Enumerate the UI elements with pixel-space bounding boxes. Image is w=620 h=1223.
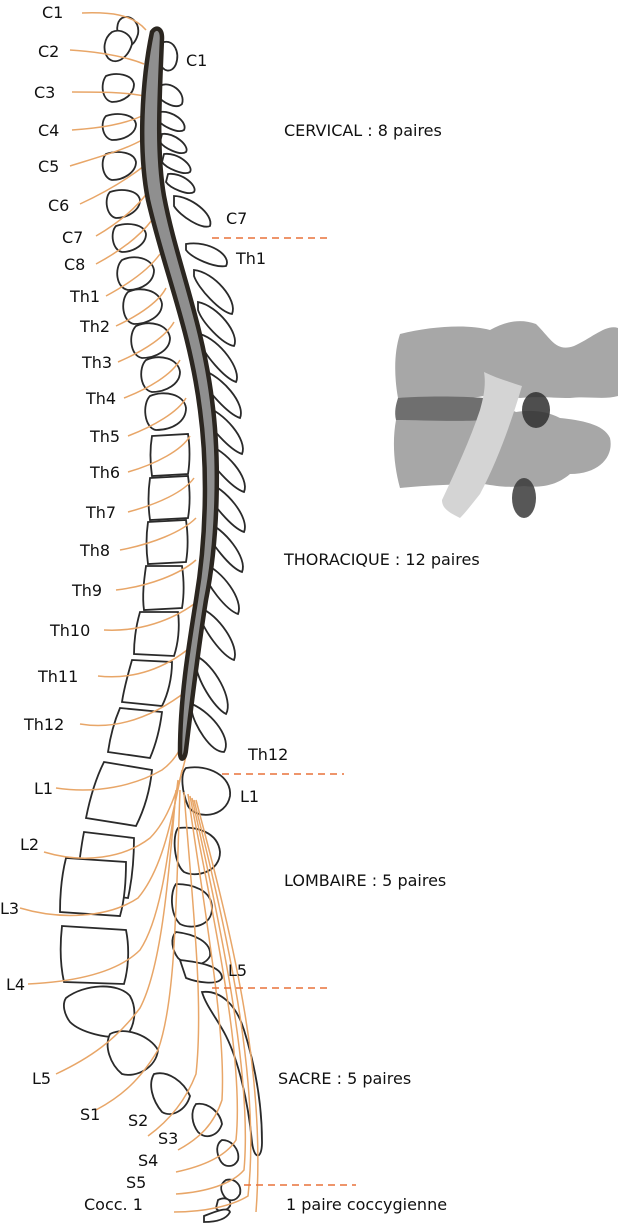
label-s5: S5 [126, 1173, 146, 1192]
label-th12: Th12 [23, 715, 64, 734]
label-th5: Th5 [89, 427, 120, 446]
vertebra-label-c1: C1 [186, 51, 207, 70]
label-s2: S2 [128, 1111, 148, 1130]
vertebra-th1 [117, 257, 154, 290]
label-th7: Th7 [85, 503, 116, 522]
vertebra-l3 [60, 858, 126, 916]
section-sacre: SACRE : 5 paires [278, 1069, 411, 1088]
vertebra-c6 [107, 190, 140, 218]
label-s3: S3 [158, 1129, 178, 1148]
label-c3: C3 [34, 83, 55, 102]
section-thoracique: THORACIQUE : 12 paires [283, 550, 480, 569]
label-th4: Th4 [85, 389, 116, 408]
section-labels: CERVICAL : 8 paires THORACIQUE : 12 pair… [278, 121, 480, 1214]
spinous-process-l5b [180, 960, 222, 983]
vertebra-label-l1: L1 [240, 787, 259, 806]
vertebra-s5 [221, 1180, 240, 1201]
label-l4: L4 [6, 975, 25, 994]
label-l5: L5 [32, 1069, 51, 1088]
vertebra-s1 [108, 1031, 158, 1075]
vertebra-c7 [113, 224, 146, 252]
vertebra-c3 [103, 74, 134, 102]
label-l2: L2 [20, 835, 39, 854]
inset-disc-icon [395, 397, 484, 421]
vertebra-c4 [103, 114, 136, 140]
spinous-process-l5 [172, 932, 210, 965]
label-cocc1: Cocc. 1 [84, 1195, 143, 1214]
label-th9: Th9 [71, 581, 102, 600]
inset-foramen-lower [512, 478, 536, 518]
spinous-process-c6 [166, 174, 195, 193]
vertebra-th7 [149, 476, 190, 520]
label-c7: C7 [62, 228, 83, 247]
label-th1: Th1 [69, 287, 100, 306]
vertebra-l4 [61, 926, 128, 984]
label-c5: C5 [38, 157, 59, 176]
vertebra-s3 [192, 1104, 222, 1136]
vertebra-l5 [64, 986, 134, 1037]
vertebra-label-c7: C7 [226, 209, 247, 228]
vertebra-detail-inset [394, 321, 618, 518]
label-c1: C1 [42, 3, 63, 22]
label-s4: S4 [138, 1151, 158, 1170]
inset-foramen-upper [522, 392, 550, 428]
label-l3: L3 [0, 899, 19, 918]
label-th8: Th8 [79, 541, 110, 560]
vertebra-label-l5: L5 [228, 961, 247, 980]
vertebra-label-th1: Th1 [235, 249, 266, 268]
label-c2: C2 [38, 42, 59, 61]
label-th10: Th10 [49, 621, 90, 640]
vertebra-l1 [86, 762, 152, 826]
vertebra-th10 [134, 612, 179, 656]
spinous-process-th1 [186, 243, 227, 266]
vertebra-th5 [145, 393, 186, 430]
vertebra-th12 [108, 708, 162, 758]
vertebra-s2 [151, 1073, 190, 1114]
label-l1: L1 [34, 779, 53, 798]
label-th11: Th11 [37, 667, 78, 686]
label-s1: S1 [80, 1105, 100, 1124]
spinous-process-c4 [160, 134, 187, 153]
section-coccygienne: 1 paire coccygienne [286, 1195, 447, 1214]
label-c4: C4 [38, 121, 59, 140]
vertebra-s4 [217, 1140, 238, 1166]
vertebra-th11 [122, 660, 172, 706]
label-th2: Th2 [79, 317, 110, 336]
section-cervical: CERVICAL : 8 paires [284, 121, 442, 140]
spinous-process-c3 [158, 112, 185, 131]
spinous-process-c7 [174, 196, 210, 227]
label-c6: C6 [48, 196, 69, 215]
vertebra-label-th12: Th12 [247, 745, 288, 764]
spinous-process-th12 [196, 656, 228, 714]
vertebra-cocc2 [204, 1209, 230, 1222]
section-lombaire: LOMBAIRE : 5 paires [284, 871, 446, 890]
spinous-process-c5 [162, 154, 191, 173]
label-th6: Th6 [89, 463, 120, 482]
label-c8: C8 [64, 255, 85, 274]
label-th3: Th3 [81, 353, 112, 372]
